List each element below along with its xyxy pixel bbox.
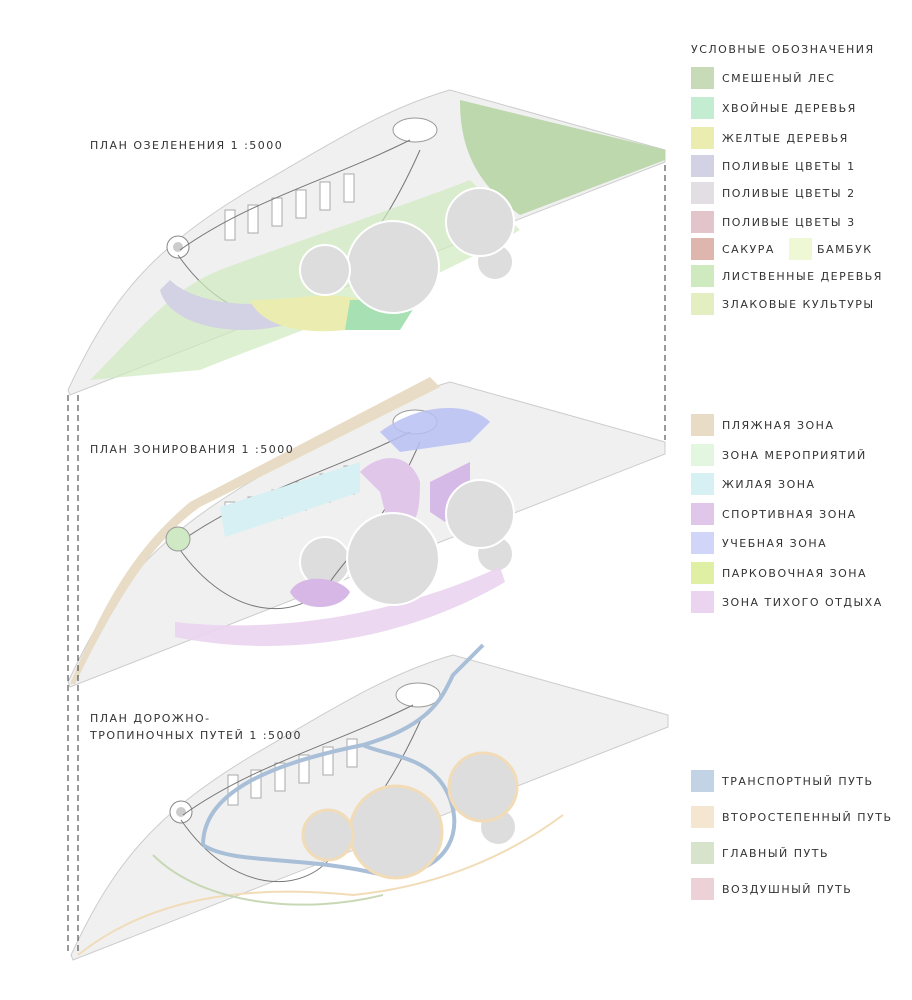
legend-swatch	[691, 591, 714, 613]
legend-label: СПОРТИВНАЯ ЗОНА	[722, 507, 857, 521]
legend-label: ЛИСТВЕННЫЕ ДЕРЕВЬЯ	[722, 270, 883, 283]
greening-plan-title: ПЛАН ОЗЕЛЕНЕНИЯ 1 :5000	[90, 139, 284, 152]
legend-swatch	[691, 473, 714, 495]
zoning-plan-title: ПЛАН ЗОНИРОВАНИЯ 1 :5000	[90, 443, 295, 456]
legend-swatch	[691, 443, 714, 466]
legend-label: ЗОНА МЕРОПРИЯТИЙ	[722, 448, 867, 462]
legend-swatch	[691, 127, 714, 149]
legend-swatch	[691, 155, 714, 177]
legend-label: ПАРКОВОЧНАЯ ЗОНА	[722, 566, 868, 580]
legend-label: ВТОРОСТЕПЕННЫЙ ПУТЬ	[722, 811, 893, 824]
legend-swatch	[789, 238, 812, 260]
legend-swatch	[691, 67, 714, 89]
legend-swatch	[691, 211, 714, 233]
legend-label: ЗЛАКОВЫЕ КУЛЬТУРЫ	[722, 298, 875, 311]
legend-label: ТРАНСПОРТНЫЙ ПУТЬ	[722, 775, 874, 788]
legend-swatch	[691, 182, 714, 204]
legend-label: САКУРА	[722, 243, 775, 256]
paths-plan-title: ПЛАН ДОРОЖНО-ТРОПИНОЧНЫХ ПУТЕЙ 1 :5000	[90, 712, 303, 742]
legend-label: ПОЛИВЫЕ ЦВЕТЫ 3	[722, 216, 856, 229]
legend-swatch	[691, 502, 714, 525]
legend-swatch	[691, 561, 714, 584]
legend-swatch	[691, 878, 714, 900]
legend-swatch	[691, 414, 714, 436]
legend-label: ЖИЛАЯ ЗОНА	[722, 478, 816, 491]
legend-label: ПОЛИВЫЕ ЦВЕТЫ 1	[722, 160, 856, 173]
legend-swatch	[691, 97, 714, 119]
alignment-lines	[67, 165, 666, 955]
legend-title: УСЛОВНЫЕ ОБОЗНАЧЕНИЯ	[691, 43, 875, 56]
paths-plan	[70, 643, 669, 961]
legend-label: УЧЕБНАЯ ЗОНА	[722, 537, 828, 550]
legend-label: ПОЛИВЫЕ ЦВЕТЫ 2	[722, 187, 856, 200]
legend-swatch	[691, 770, 714, 792]
greening-plan	[67, 89, 666, 396]
legend-label: БАМБУК	[817, 243, 873, 256]
legend-label: ПЛЯЖНАЯ ЗОНА	[722, 419, 835, 432]
legend-swatch	[691, 238, 714, 260]
legend-label: ХВОЙНЫЕ ДЕРЕВЬЯ	[722, 102, 857, 115]
legend-swatch	[691, 293, 714, 315]
legend-label: ВОЗДУШНЫЙ ПУТЬ	[722, 883, 853, 896]
legend-label: ЖЕЛТЫЕ ДЕРЕВЬЯ	[722, 132, 849, 145]
legend-swatch	[691, 842, 714, 864]
legend-label: ЗОНА ТИХОГО ОТДЫХА	[722, 596, 883, 609]
legend-swatch	[691, 532, 714, 554]
legend-label: СМЕШЕНЫЙ ЛЕС	[722, 72, 836, 85]
zoning-plan	[67, 377, 666, 688]
legend-swatch	[691, 806, 714, 828]
legend-label: ГЛАВНЫЙ ПУТЬ	[722, 847, 829, 860]
legend-swatch	[691, 265, 714, 287]
